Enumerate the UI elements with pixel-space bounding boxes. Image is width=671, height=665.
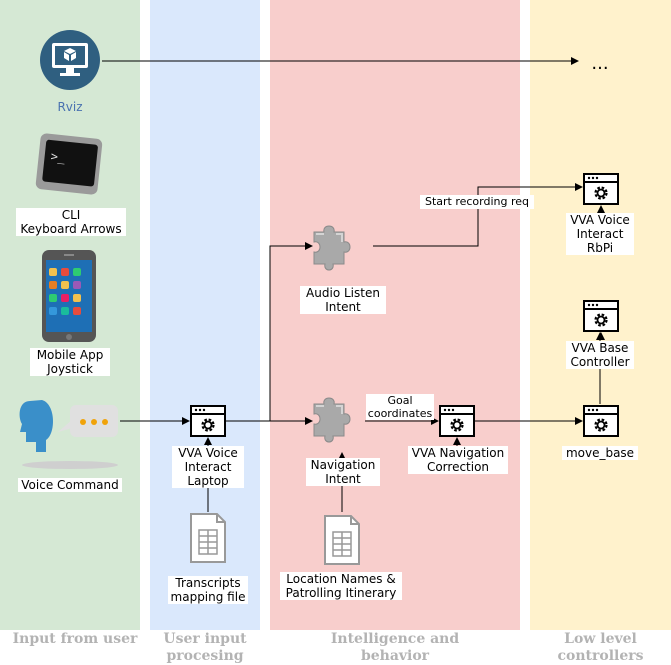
- voice-command-label: Voice Command: [18, 478, 122, 492]
- app-window-gear-icon: [582, 299, 620, 333]
- locations-label: Location Names &Patrolling Itinerary: [280, 572, 402, 600]
- app-window-gear-icon: [189, 404, 227, 438]
- speaker-head-icon: [19, 400, 118, 469]
- lane-intelligence-behavior: [270, 0, 520, 630]
- puzzle-piece-icon: [313, 397, 351, 443]
- rviz-label: Rviz: [57, 100, 83, 114]
- speech-bubble-icon: [58, 405, 118, 437]
- monitor-icon: [40, 30, 100, 90]
- app-window-gear-icon: [582, 404, 620, 438]
- svg-text:>_: >_: [50, 149, 67, 165]
- app-window-gear-icon: [438, 404, 476, 438]
- terminal-icon: >_: [35, 133, 103, 195]
- puzzle-piece-icon: [313, 225, 351, 271]
- document-table-icon: [324, 515, 360, 565]
- move-base-label: move_base: [562, 446, 638, 460]
- lane-title-input: Input from user: [12, 631, 138, 647]
- smartphone-icon: [42, 250, 96, 342]
- start-recording-edge-label: Start recording req: [420, 195, 534, 209]
- document-table-icon: [190, 513, 226, 563]
- app-window-gear-icon: [582, 172, 620, 206]
- ellipsis-label: ...: [591, 53, 609, 74]
